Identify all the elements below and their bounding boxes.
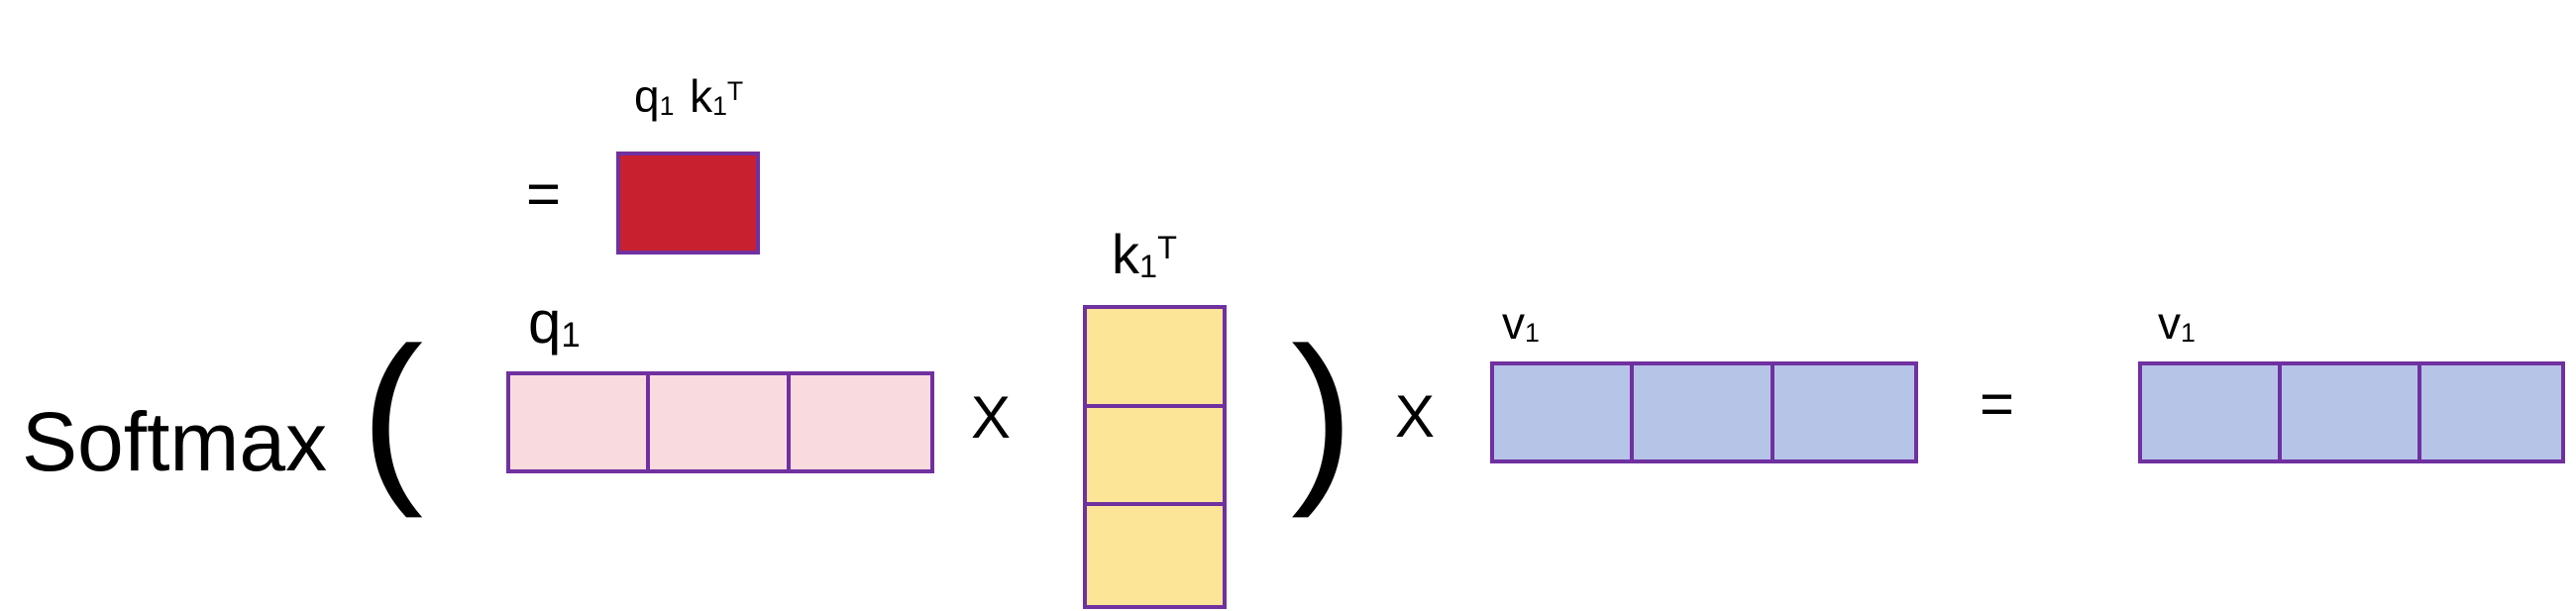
matrix-cell [1774, 365, 1914, 459]
v1-result-label: v1 [2158, 297, 2196, 350]
qk-label-k-subscript: 1 [712, 91, 727, 122]
v1-matrix [1490, 361, 1918, 463]
matrix-cell [1087, 506, 1223, 605]
open-paren: ( [361, 309, 424, 519]
matrix-cell [650, 375, 791, 469]
matrix-cell [1494, 365, 1635, 459]
matrix-cell [791, 375, 930, 469]
k1-transpose-matrix [1083, 305, 1227, 609]
qk-label-k: k [690, 70, 713, 122]
matrix-cell [2421, 365, 2561, 459]
multiply-sign-1: X [971, 384, 1012, 451]
q1-matrix [506, 371, 934, 473]
qk-product-matrix [616, 152, 760, 255]
qk-label-q-subscript: 1 [659, 91, 675, 122]
matrix-cell [1634, 365, 1774, 459]
matrix-cell [620, 155, 756, 251]
qk-label-q: q [634, 70, 660, 122]
v1-result-matrix [2138, 361, 2565, 463]
matrix-cell [510, 375, 651, 469]
matrix-cell [1087, 408, 1223, 507]
v1-label-subscript: 1 [1525, 318, 1540, 349]
v1-result-label-subscript: 1 [2181, 318, 2196, 349]
v1-label-base: v [1502, 297, 1525, 349]
softmax-label: Softmax [22, 395, 328, 488]
q1-label: q1 [528, 289, 581, 357]
k1-transpose-label: k1T [1112, 223, 1177, 286]
matrix-cell [1087, 309, 1223, 408]
multiply-sign-2: X [1395, 383, 1436, 450]
close-paren: ) [1291, 309, 1354, 519]
k1t-label-superscript: T [1157, 230, 1177, 266]
v1-result-label-base: v [2158, 297, 2181, 349]
matrix-cell [2142, 365, 2282, 459]
q1-label-base: q [528, 289, 562, 356]
k1t-label-subscript: 1 [1139, 248, 1158, 284]
matrix-cell [2282, 365, 2421, 459]
v1-label: v1 [1502, 297, 1540, 350]
qk-label-k-superscript: T [726, 76, 744, 106]
q1-label-subscript: 1 [561, 316, 581, 356]
equals-top-sign: = [526, 160, 562, 227]
k1t-label-base: k [1112, 223, 1139, 285]
equals-result-sign: = [1980, 370, 2015, 437]
